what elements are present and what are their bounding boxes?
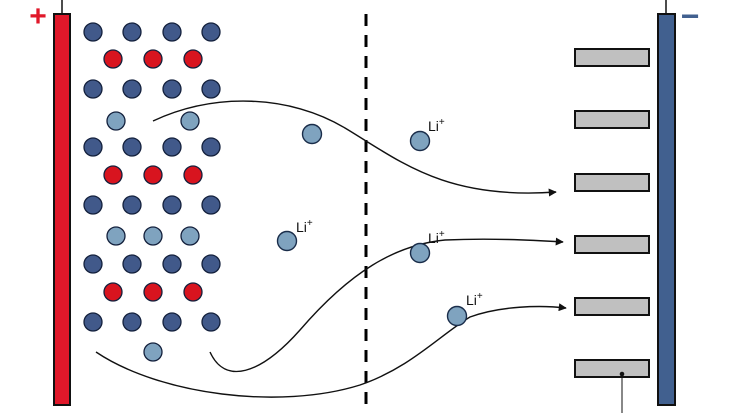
- lattice-atom-dark: [122, 22, 142, 42]
- lattice-atom-red: [183, 165, 203, 185]
- lattice-atom-red: [183, 49, 203, 69]
- negative-terminal-symbol: −: [681, 0, 700, 34]
- lattice-atom-dark: [122, 195, 142, 215]
- lattice-atom-dark: [162, 137, 182, 157]
- lattice-atom-red: [183, 282, 203, 302]
- li-ion-label-2: Li+: [296, 218, 313, 235]
- lattice-atom-red: [143, 165, 163, 185]
- ion-path-3: [95, 303, 567, 398]
- graphite-layer: [574, 359, 650, 378]
- lattice-atom-dark: [122, 254, 142, 274]
- positive-terminal-symbol: +: [29, 0, 47, 33]
- lattice-lithium-ion: [143, 342, 163, 362]
- lattice-lithium-ion: [106, 111, 126, 131]
- anode-graphite-layers: [574, 48, 650, 378]
- li-ion-label-1: Li+: [428, 117, 445, 134]
- lattice-atom-dark: [201, 254, 221, 274]
- graphite-layer: [574, 173, 650, 192]
- positive-electrode: [53, 13, 71, 406]
- lattice-atom-dark: [122, 312, 142, 332]
- lattice-atom-dark: [162, 254, 182, 274]
- graphite-layer: [574, 297, 650, 316]
- lattice-atom-dark: [122, 79, 142, 99]
- lattice-atom-dark: [201, 79, 221, 99]
- moving-lithium-ion-2: [409, 130, 431, 152]
- lattice-atom-dark: [83, 79, 103, 99]
- lattice-lithium-ion: [180, 111, 200, 131]
- lattice-atom-dark: [83, 312, 103, 332]
- lattice-atom-dark: [162, 22, 182, 42]
- ion-path-1: [152, 100, 557, 197]
- cathode-lattice: [83, 22, 221, 362]
- lattice-atom-dark: [83, 137, 103, 157]
- lattice-atom-red: [143, 282, 163, 302]
- graphite-layer: [574, 235, 650, 254]
- lattice-atom-red: [103, 165, 123, 185]
- lattice-atom-dark: [201, 195, 221, 215]
- lattice-atom-dark: [201, 22, 221, 42]
- lattice-atom-dark: [162, 312, 182, 332]
- moving-lithium-ion-5: [446, 305, 468, 327]
- lattice-lithium-ion: [106, 226, 126, 246]
- graphite-layer: [574, 110, 650, 129]
- negative-electrode: [657, 13, 676, 406]
- lattice-atom-red: [143, 49, 163, 69]
- li-ion-label-4: Li+: [466, 291, 483, 308]
- lattice-atom-dark: [83, 195, 103, 215]
- moving-lithium-ion-1: [301, 123, 323, 145]
- lattice-atom-dark: [162, 79, 182, 99]
- lattice-lithium-ion: [143, 226, 163, 246]
- lattice-atom-red: [103, 49, 123, 69]
- lattice-atom-dark: [201, 137, 221, 157]
- lattice-atom-dark: [83, 22, 103, 42]
- moving-lithium-ion-4: [409, 242, 431, 264]
- lattice-atom-red: [103, 282, 123, 302]
- lattice-atom-dark: [201, 312, 221, 332]
- lattice-atom-dark: [83, 254, 103, 274]
- lattice-atom-dark: [122, 137, 142, 157]
- lattice-lithium-ion: [180, 226, 200, 246]
- graphite-layer: [574, 48, 650, 67]
- graphite-leader-dot: [619, 371, 625, 377]
- li-ion-label-3: Li+: [428, 229, 445, 246]
- lattice-atom-dark: [162, 195, 182, 215]
- moving-lithium-ion-3: [276, 230, 298, 252]
- ion-path-2: [209, 237, 564, 373]
